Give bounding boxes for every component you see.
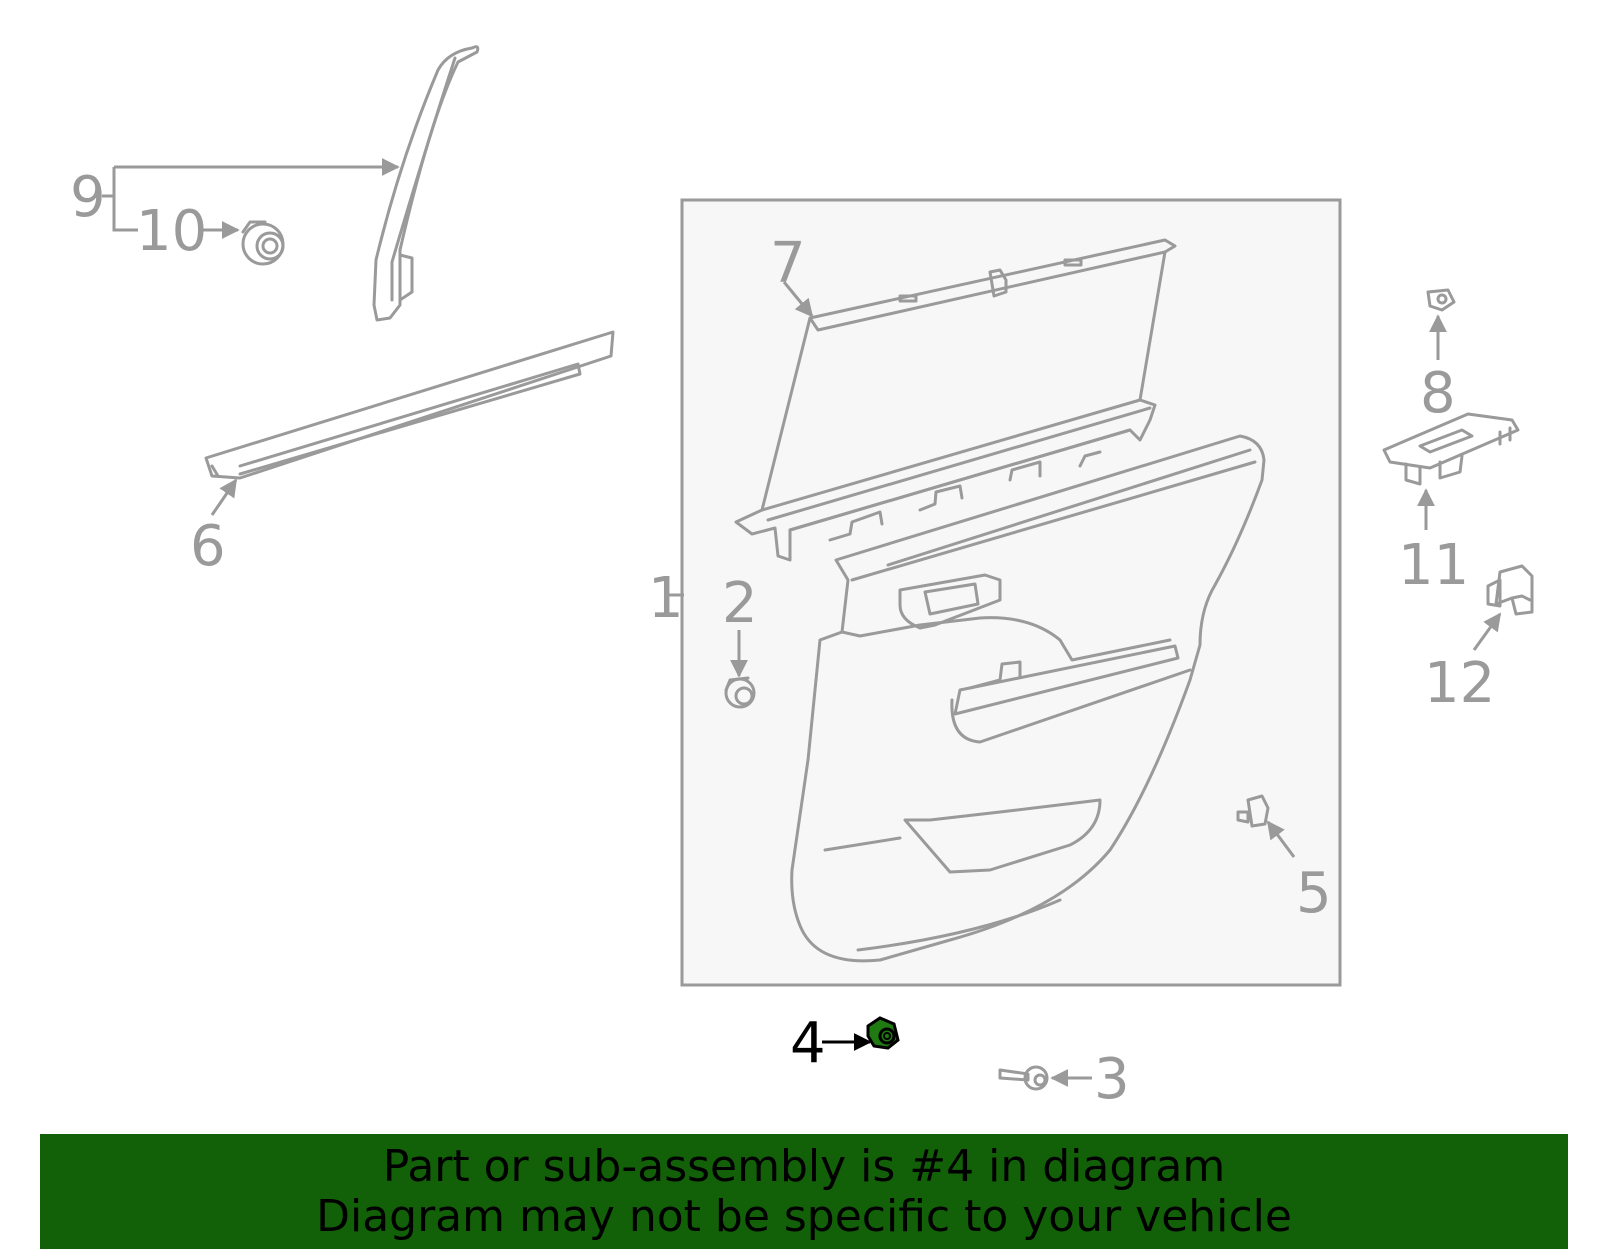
leader-6 [210,478,238,516]
callout-1: 1 [648,566,684,631]
callout-5: 5 [1296,861,1332,926]
callout-12: 12 [1424,651,1495,716]
callout-8: 8 [1420,361,1456,426]
part-8-nut [1426,288,1456,312]
part-info-banner: Part or sub-assembly is #4 in diagram Di… [40,1134,1568,1249]
callout-6: 6 [190,514,226,579]
leader-5 [1266,820,1296,858]
part-10-clip [241,220,285,266]
callout-2: 2 [722,571,758,636]
part-9-pillar-garnish [372,45,480,322]
callout-9: 9 [70,165,106,230]
part-4-clip-highlighted [866,1016,900,1050]
callout-10: 10 [136,199,207,264]
part-5-cover [1236,794,1270,828]
assembly-box [680,198,1342,987]
callout-11: 11 [1398,533,1469,598]
part-2-clip [724,676,756,709]
banner-line-2: Diagram may not be specific to your vehi… [316,1190,1292,1242]
callout-3: 3 [1094,1047,1130,1112]
part-6-belt-molding [204,330,615,480]
part-12-bracket [1486,564,1534,616]
part-3-screw [998,1065,1049,1091]
bracket-9 [112,167,138,232]
callout-4: 4 [790,1011,826,1076]
part-11-switch-bezel [1382,412,1520,486]
part-7-upper-panel [734,238,1177,562]
leader-7 [782,281,814,318]
leader-12 [1472,612,1502,651]
part-1-door-trim-board [790,434,1266,963]
callout-7: 7 [770,231,806,296]
banner-line-1: Part or sub-assembly is #4 in diagram [382,1140,1226,1192]
